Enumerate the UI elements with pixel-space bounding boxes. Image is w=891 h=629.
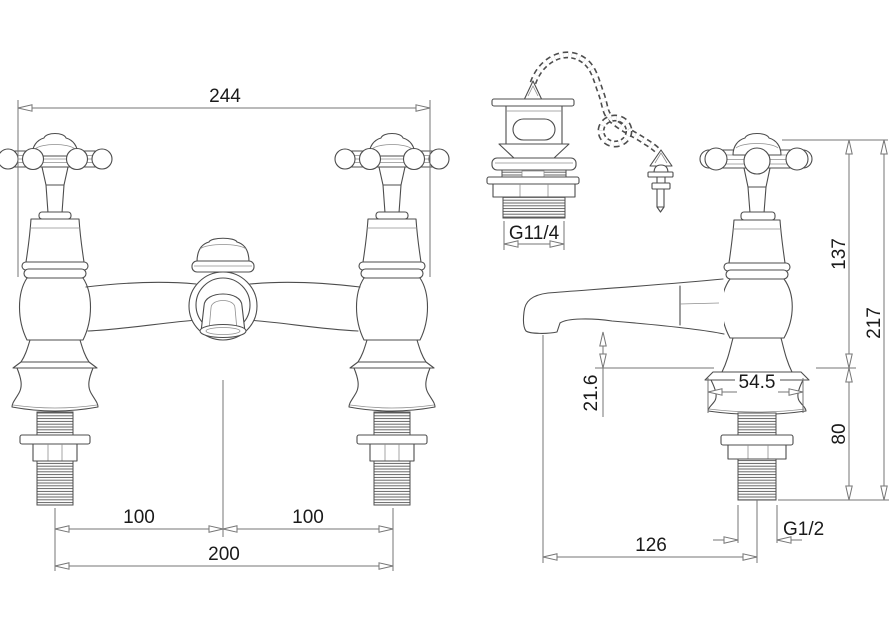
center-spout-front [188, 237, 258, 341]
dim-base-width: 54.5 [707, 372, 804, 413]
dim-spout-drop: 21.6 [581, 331, 607, 417]
handle-ball [91, 148, 113, 170]
dim-right-spacing-label: 100 [292, 507, 324, 528]
spindle [747, 186, 767, 214]
dim-tail-length-label: 80 [829, 423, 850, 444]
chain-eye-link [523, 80, 543, 101]
waste-top-plate [491, 98, 575, 107]
dim-overall-width-label: 244 [209, 86, 241, 107]
headwork-shroud [25, 218, 85, 263]
dim-spout-reach: 126 [542, 335, 758, 563]
basin-waste [486, 80, 580, 219]
dim-tail-thread: G1/2 [713, 505, 824, 544]
reference-lines [595, 139, 889, 501]
handle-index-dome [732, 132, 782, 156]
body-bulb [19, 277, 91, 341]
dim-overall-height: 217 [864, 139, 888, 501]
bridge-arms [85, 281, 361, 332]
spindle [45, 184, 65, 214]
side-view: 137 80 217 21.6 54.5 G1/2 [522, 132, 889, 563]
front-view: 244 100 100 200 [0, 86, 450, 571]
waste-backnut [492, 183, 576, 198]
spout [522, 278, 725, 335]
body-bulb [721, 278, 793, 339]
waste-thread-size-label: G11/4 [509, 223, 560, 244]
pillar-tap-front-left [0, 132, 113, 506]
overflow-slot [512, 118, 556, 141]
pillar-tap-front-right [334, 132, 450, 506]
dim-left-spacing-label: 100 [123, 507, 155, 528]
chain-stay [647, 149, 674, 213]
spout-mouth [199, 323, 247, 339]
pillar-tap-side [522, 132, 813, 501]
dim-spout-reach-label: 126 [635, 535, 667, 556]
threaded-shank [36, 411, 74, 436]
dim-overall-width: 244 [17, 86, 431, 277]
backnut-hex [32, 443, 78, 462]
handle-ball-front [743, 147, 771, 175]
dim-total-spacing-label: 200 [208, 544, 240, 565]
handle-ball [65, 147, 89, 171]
threaded-shank [737, 412, 777, 436]
spout-cap-dome [196, 237, 250, 263]
stay-pin [656, 188, 665, 208]
dim-tail-length: 80 [829, 367, 853, 501]
base-plate [12, 361, 98, 369]
backnut-hex [727, 444, 787, 460]
backnut-washer [720, 434, 794, 446]
dim-base-width-label: 54.5 [739, 372, 776, 393]
handle-ball [21, 147, 45, 171]
dim-overall-height-label: 217 [864, 307, 885, 339]
dim-deck-to-outlet-label: 137 [829, 238, 850, 270]
base-skirt [11, 367, 99, 412]
handle-hub [41, 166, 69, 186]
handle-ball [785, 147, 809, 171]
handle-ball [0, 148, 19, 170]
threaded-tail [737, 458, 777, 501]
threaded-tail [36, 460, 74, 506]
dim-waste-thread: G11/4 [503, 221, 565, 250]
dim-tail-centres: 100 100 200 [54, 507, 394, 571]
spout-outlet-arch [200, 293, 246, 333]
headwork-shroud [728, 219, 786, 264]
waste-assembly: G11/4 [486, 51, 674, 250]
plug-chain [529, 51, 661, 154]
backnut-washer [19, 434, 91, 445]
dim-deck-to-outlet: 137 [829, 139, 853, 369]
side-thread-size-label: G1/2 [783, 519, 824, 540]
waste-thread [502, 196, 566, 219]
dim-spout-drop-label: 21.6 [581, 375, 602, 412]
handle-ball [704, 147, 728, 171]
